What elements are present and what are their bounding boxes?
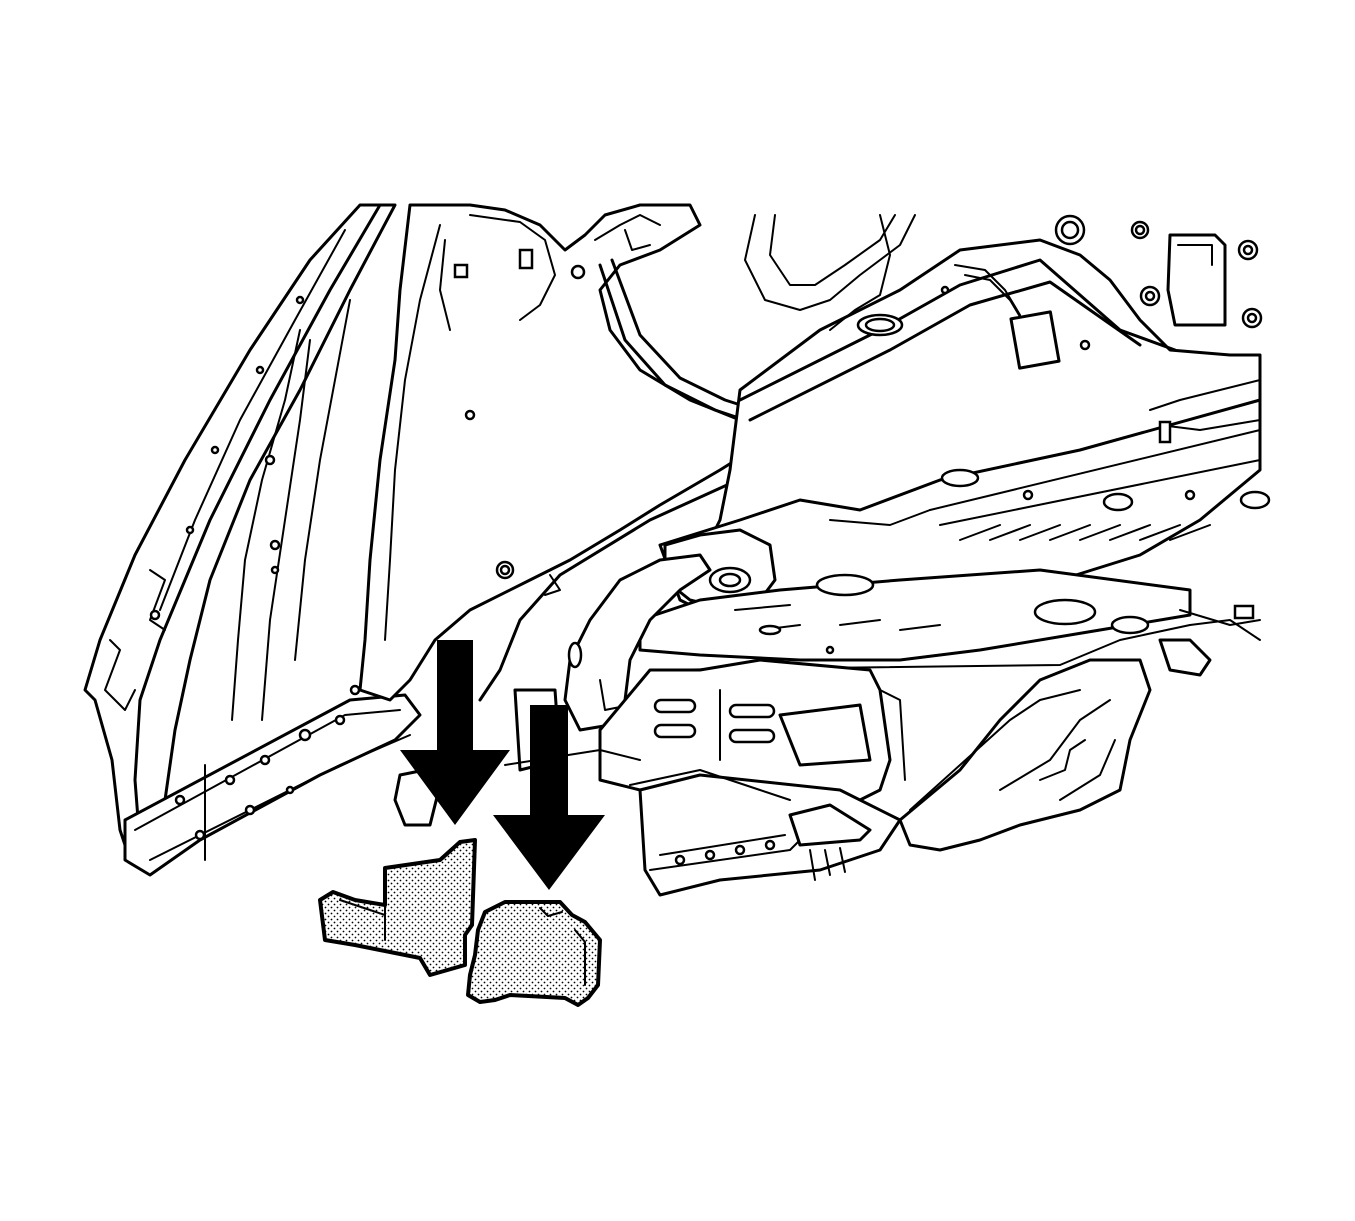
removal-arrow-right [493, 705, 605, 890]
rear-suspension-mounts [638, 528, 1261, 671]
underbody-rail-section [598, 658, 906, 897]
brake-line-harness [478, 258, 762, 702]
rocker-sill [123, 684, 422, 877]
removal-arrow-left [400, 640, 510, 825]
removed-part-rear-right [466, 900, 602, 1007]
rear-rail-right [898, 604, 1261, 852]
removed-part-rear-left [318, 838, 477, 977]
